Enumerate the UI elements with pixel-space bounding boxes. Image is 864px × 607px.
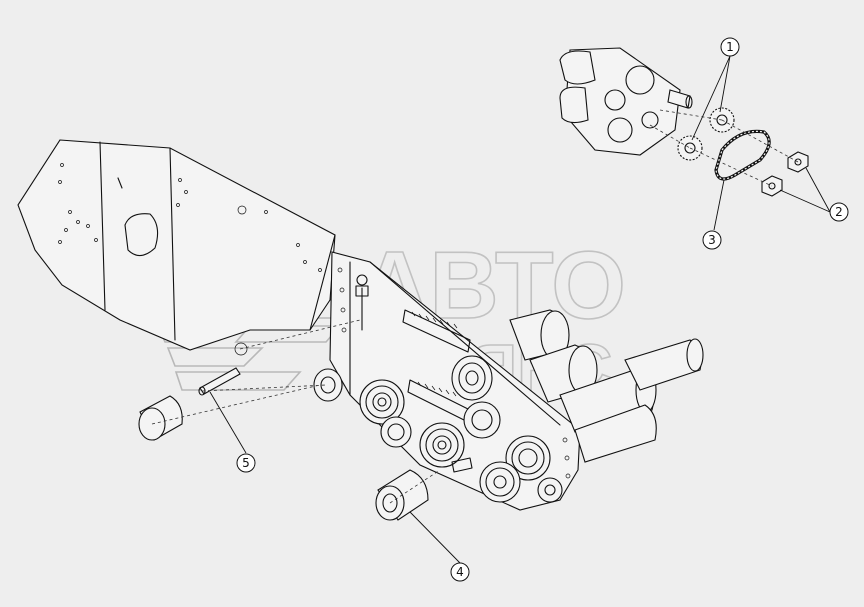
pulley-c [380, 416, 412, 448]
roller-4 [375, 469, 429, 521]
pulley-a [313, 368, 343, 402]
sprockets [677, 107, 735, 161]
callout-2: 2 [829, 202, 849, 222]
pulley-f [419, 422, 465, 468]
callout-4: 4 [450, 562, 470, 582]
nuts-2 [761, 151, 809, 197]
callout-3: 3 [702, 230, 722, 250]
pulley-g [505, 435, 551, 481]
callout-5: 5 [236, 453, 256, 473]
callout-3-label: 3 [708, 233, 716, 247]
callout-5-label: 5 [242, 456, 250, 470]
gearbox [559, 47, 693, 156]
pulley-h [479, 461, 521, 503]
pulley-e [463, 401, 501, 439]
callout-2-label: 2 [835, 205, 843, 219]
assembly-axes [151, 109, 799, 504]
side-panel [17, 139, 336, 356]
callout-4-label: 4 [456, 565, 464, 579]
pulley-i [537, 477, 563, 503]
pulley-d [451, 355, 493, 401]
panel-holes [58, 163, 322, 356]
callout-1: 1 [720, 37, 740, 57]
pulley-b [359, 379, 405, 425]
chain-3 [714, 129, 771, 181]
rear-cylinders [509, 309, 704, 463]
callout-1-label: 1 [726, 40, 734, 54]
pulleys [313, 355, 563, 503]
leader-lines [209, 55, 831, 564]
bushing [138, 395, 183, 441]
